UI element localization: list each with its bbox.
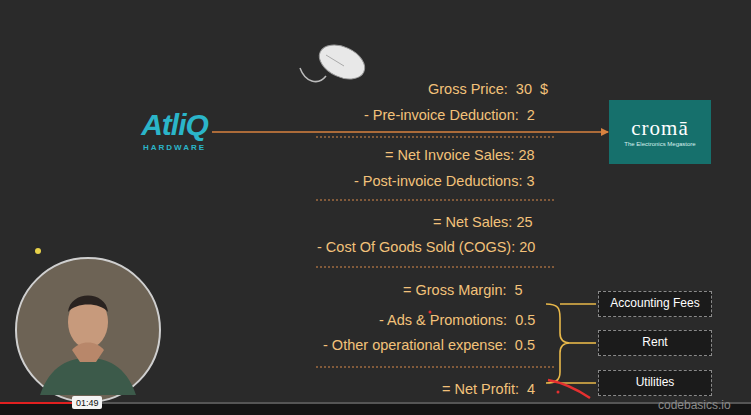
time-tooltip (72, 396, 102, 409)
node-title: cromā (631, 116, 688, 140)
progress-track (0, 402, 751, 404)
red-dot (557, 391, 560, 394)
mouse-illustration (300, 38, 370, 85)
red-mark (548, 380, 590, 398)
separator-lines (316, 137, 555, 367)
expense-box: Utilities (598, 370, 712, 396)
brace-leaders (560, 304, 596, 383)
node-title: AtliQ (141, 108, 208, 143)
player-bar (0, 402, 751, 415)
pnl-line: - Cost Of Goods Sold (COGS): 20 (317, 240, 535, 255)
node-subtitle: HARDWARE (143, 143, 206, 152)
pnl-line: = Gross Margin: 5 (403, 283, 523, 298)
timestamp: 01:49 (76, 399, 99, 408)
node-title: Accounting Fees (610, 297, 699, 311)
node-subtitle: The Electronics Megastore (624, 141, 695, 148)
flow-arrow (212, 131, 608, 132)
pnl-line: - Other operational expense: 0.5 (323, 338, 535, 353)
node-title: Utilities (636, 376, 675, 390)
expense-box: Accounting Fees (598, 291, 712, 317)
expense-box: Rent (598, 330, 712, 356)
company-logo: AtliQHARDWARE (139, 106, 210, 154)
pnl-line: - Post-invoice Deductions: 3 (354, 174, 535, 189)
pnl-line: - Pre-invoice Deduction: 2 (364, 108, 535, 123)
webcam-illustration (16, 258, 160, 402)
pnl-line: - Ads & Promotions: 0.5 (379, 313, 535, 328)
customer-box: cromāThe Electronics Megastore (609, 100, 711, 164)
pnl-line: = Net Profit: 4 (442, 382, 535, 397)
watermark: codebasics.io (658, 399, 731, 411)
pnl-line: = Net Invoice Sales: 28 (385, 148, 535, 163)
node-title: Rent (642, 336, 667, 350)
curly-brace (546, 304, 570, 383)
pnl-line: = Net Sales: 25 (433, 215, 533, 230)
cursor-dot (35, 248, 41, 254)
pnl-line: Gross Price: 30 $ (428, 82, 548, 97)
